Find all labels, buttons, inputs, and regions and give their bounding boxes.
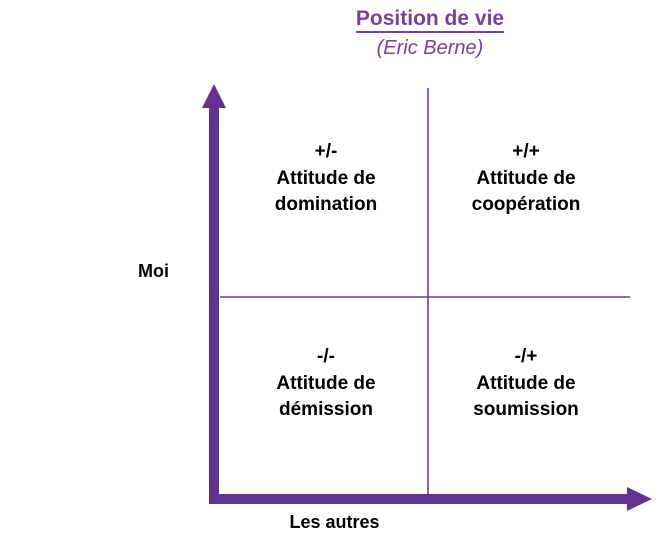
quadrant-top-left-line1: Attitude de bbox=[276, 167, 376, 189]
x-axis-line bbox=[209, 494, 629, 504]
quadrant-bottom-left-sign: -/- bbox=[317, 346, 335, 367]
x-axis-label: Les autres bbox=[289, 512, 380, 532]
x-axis-arrowhead-icon bbox=[627, 487, 652, 511]
quadrant-top-right-line1: Attitude de bbox=[476, 167, 576, 189]
quadrant-top-left-sign: +/- bbox=[314, 141, 338, 162]
quadrant-bottom-left-line2: démission bbox=[279, 399, 373, 421]
quadrant-bottom-right-sign: -/+ bbox=[514, 346, 538, 367]
page-subtitle: (Eric Berne) bbox=[376, 37, 484, 60]
y-axis-label: Moi bbox=[138, 261, 169, 281]
quadrant-top-right: +/+ Attitude de coopération bbox=[422, 138, 630, 219]
quadrant-bottom-right-line2: soumission bbox=[473, 399, 579, 421]
quadrant-bottom-right-line1: Attitude de bbox=[476, 372, 576, 394]
quadrant-top-right-sign: +/+ bbox=[512, 141, 540, 162]
quadrant-bottom-left: -/- Attitude de démission bbox=[222, 343, 430, 424]
quadrant-bottom-right: -/+ Attitude de soumission bbox=[422, 343, 630, 424]
quadrant-top-left: +/- Attitude de domination bbox=[222, 138, 430, 219]
title-block: Position de vie (Eric Berne) bbox=[230, 7, 630, 61]
quadrant-top-right-line2: coopération bbox=[471, 194, 581, 216]
y-axis-line bbox=[209, 102, 219, 504]
quadrant-top-left-line2: domination bbox=[274, 194, 378, 216]
page-title: Position de vie bbox=[355, 7, 505, 34]
y-axis-arrowhead-icon bbox=[202, 84, 226, 108]
quadrant-bottom-left-line1: Attitude de bbox=[276, 372, 376, 394]
